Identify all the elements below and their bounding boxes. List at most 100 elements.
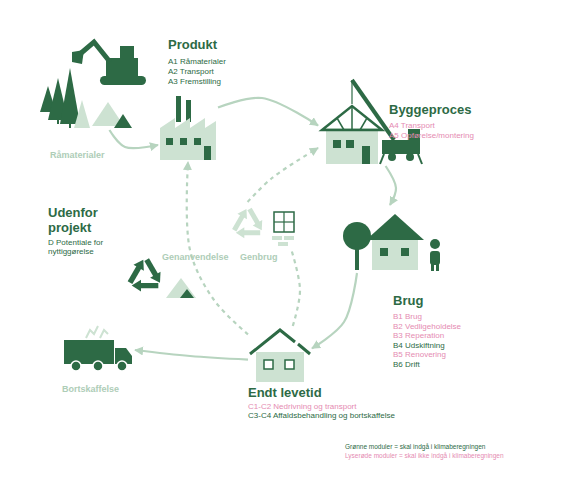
legend-row: Lyserøde moduler = skal ikke indgå i kli…: [345, 452, 504, 459]
factory-icon: [160, 96, 216, 160]
truss-line: [351, 106, 353, 130]
truck-body: [64, 340, 114, 364]
dashed-flow: [291, 248, 300, 326]
door: [204, 146, 211, 160]
crane-boom: [352, 80, 394, 140]
flow-arrow: [109, 130, 158, 148]
module-line: B4 Udskiftning: [393, 341, 445, 350]
legend-row: Grønne moduler = skal indgå i klimabereg…: [345, 443, 485, 450]
person-leg: [436, 263, 439, 271]
wheel: [117, 361, 127, 371]
trunk: [69, 122, 71, 128]
stage-node: Bortskaffelse: [60, 332, 135, 372]
door: [362, 146, 370, 164]
module-line: C1-C2 Nedrivning og transport: [248, 402, 357, 411]
window: [180, 138, 187, 145]
window: [401, 248, 409, 256]
chimney: [186, 100, 191, 122]
flow-arrow: [386, 166, 396, 205]
recovery-icon: [130, 260, 196, 298]
module-line: B6 Drift: [393, 360, 420, 369]
window: [346, 140, 354, 148]
dashed-flow: [248, 148, 318, 202]
module-line: A3 Fremstilling: [168, 77, 221, 86]
module-line: B1 Brug: [393, 312, 422, 321]
factory-body: [160, 118, 216, 160]
legend-swatch: Lyserøde moduler = skal ikke indgå i kli…: [345, 452, 504, 459]
pile: [166, 278, 196, 298]
person-leg: [431, 263, 434, 271]
truss-line: [360, 118, 367, 130]
module-line: C3-C4 Affaldsbehandling og bortskaffelse: [248, 411, 395, 420]
window: [380, 248, 388, 256]
excavator-track: [100, 76, 146, 85]
stage-heading: Endt levetid: [248, 386, 322, 401]
dashed-flow: [187, 162, 248, 334]
excavator-arm: [80, 42, 110, 62]
stage-heading: Produkt: [168, 38, 217, 53]
raw-materials-icon: [40, 42, 146, 128]
window: [333, 140, 341, 148]
window: [166, 138, 173, 145]
stage-heading: Bortskaffelse: [62, 384, 119, 394]
legend-text: Grønne moduler = skal indgå i klimabereg…: [345, 443, 485, 450]
flow-arrow: [135, 350, 248, 360]
house-body: [372, 238, 418, 270]
wheel: [406, 153, 414, 161]
reuse-icon: [234, 209, 294, 246]
roof-broken: [298, 344, 310, 354]
module-line: B3 Reperation: [393, 331, 444, 340]
window: [285, 360, 294, 369]
house-body: [256, 352, 304, 382]
stage-node: ByggeprocesA4 TransportA5 Opførelse/mont…: [318, 76, 422, 166]
pile: [114, 114, 132, 128]
window: [264, 360, 273, 369]
outrigger: [380, 154, 384, 164]
pile: [180, 289, 194, 298]
window: [194, 138, 201, 145]
excavator-cab: [120, 46, 134, 59]
crane-cable: [351, 80, 352, 104]
roof: [366, 214, 424, 240]
tree-crown: [343, 222, 371, 250]
recycle-symbol: [234, 209, 268, 243]
person-body: [430, 251, 440, 265]
window-frame: [274, 212, 294, 232]
edge-label: Genanvendelse: [162, 252, 229, 262]
stage-heading: Genbrug: [240, 252, 278, 262]
crane-truck: [382, 140, 420, 154]
excavator-bucket: [72, 50, 84, 64]
module-line: B5 Renovering: [393, 350, 446, 359]
stage-node: Endt levetidC1-C2 Nedrivning og transpor…: [248, 326, 312, 382]
truss-line: [337, 118, 344, 130]
module-line: A2 Transport: [168, 67, 214, 76]
outrigger: [418, 154, 422, 164]
smoke: [86, 326, 98, 338]
stage-node: Råmaterialer: [40, 38, 152, 130]
stage-node: BrugB1 BrugB2 VedligeholdelseB3 Reperati…: [345, 205, 445, 273]
module-line: D Potentiale for nyttiggørelse: [48, 238, 120, 256]
disposal-icon: [64, 326, 132, 371]
flow-arrow: [312, 273, 357, 348]
stage-heading: Byggeproces: [389, 103, 471, 118]
legend-text: Lyserøde moduler = skal ikke indgå i kli…: [345, 452, 504, 459]
module-line: A4 Transport: [389, 121, 435, 130]
brick: [272, 236, 282, 240]
stage-node: ProduktA1 RåmaterialerA2 TransportA3 Fre…: [158, 94, 218, 162]
legend-swatch: Grønne moduler = skal indgå i klimabereg…: [345, 443, 485, 450]
tree: [74, 100, 90, 128]
trunk: [57, 118, 59, 124]
wheel: [388, 153, 396, 161]
house-body: [326, 128, 378, 164]
stage-heading: Brug: [393, 294, 423, 309]
chimney: [176, 96, 181, 122]
flow-arrow: [218, 98, 318, 126]
stage-heading: Udenfor projekt: [48, 206, 110, 236]
tree: [60, 68, 80, 124]
module-line: A1 Råmaterialer: [168, 57, 226, 66]
recycle-symbol: [130, 260, 167, 298]
wheel: [71, 361, 81, 371]
brick: [284, 236, 294, 240]
